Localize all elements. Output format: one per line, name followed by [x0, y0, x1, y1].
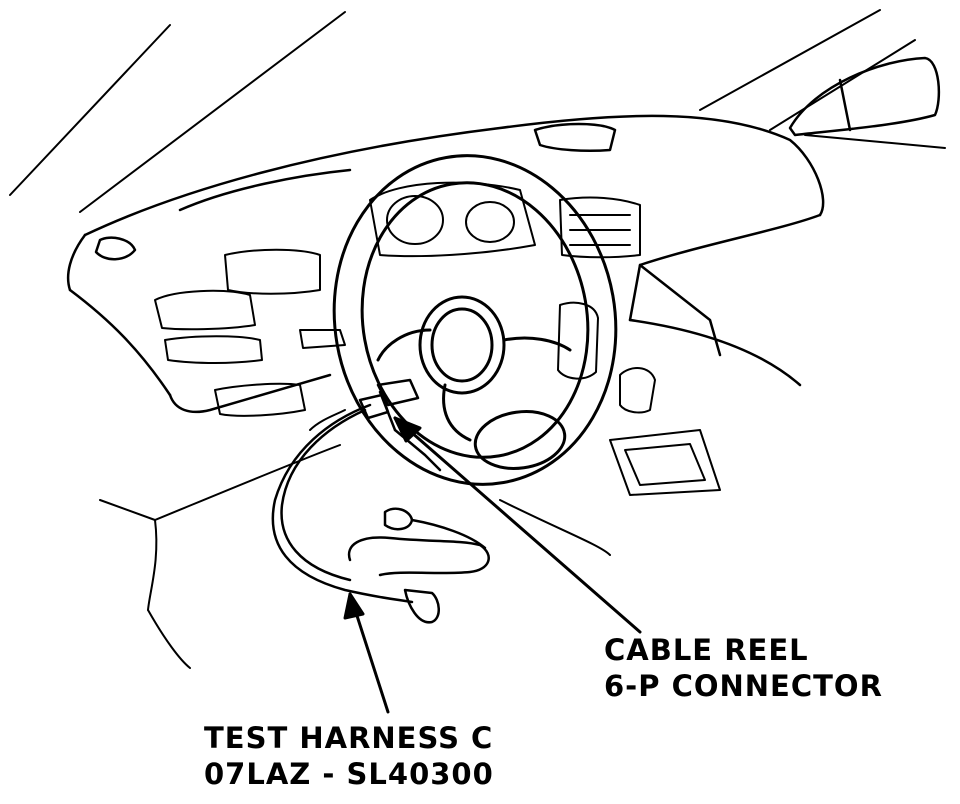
windshield-frame [9, 9, 946, 213]
cable-reel-label-line1: CABLE REEL [604, 633, 809, 667]
rear-view-mirror [788, 56, 941, 137]
dashboard-outline [66, 114, 825, 414]
test-harness-label-line1: TEST HARNESS C [204, 721, 494, 755]
test-harness-leader [343, 592, 390, 714]
steering-wheel [332, 154, 618, 486]
test-harness-cable [271, 403, 490, 624]
test-harness-label-line2: 07LAZ - SL40300 [204, 757, 494, 792]
center-console [557, 196, 721, 496]
lower-dash [99, 409, 611, 669]
cable-reel-label-line2: 6-P CONNECTOR [604, 669, 883, 704]
test-harness-callout: TEST HARNESS C 07LAZ - SL40300 [204, 720, 494, 793]
cable-reel-callout: CABLE REEL 6-P CONNECTOR [604, 632, 883, 705]
cable-reel-leader [393, 416, 642, 634]
instrument-cluster [369, 181, 536, 258]
left-vents [154, 248, 346, 417]
